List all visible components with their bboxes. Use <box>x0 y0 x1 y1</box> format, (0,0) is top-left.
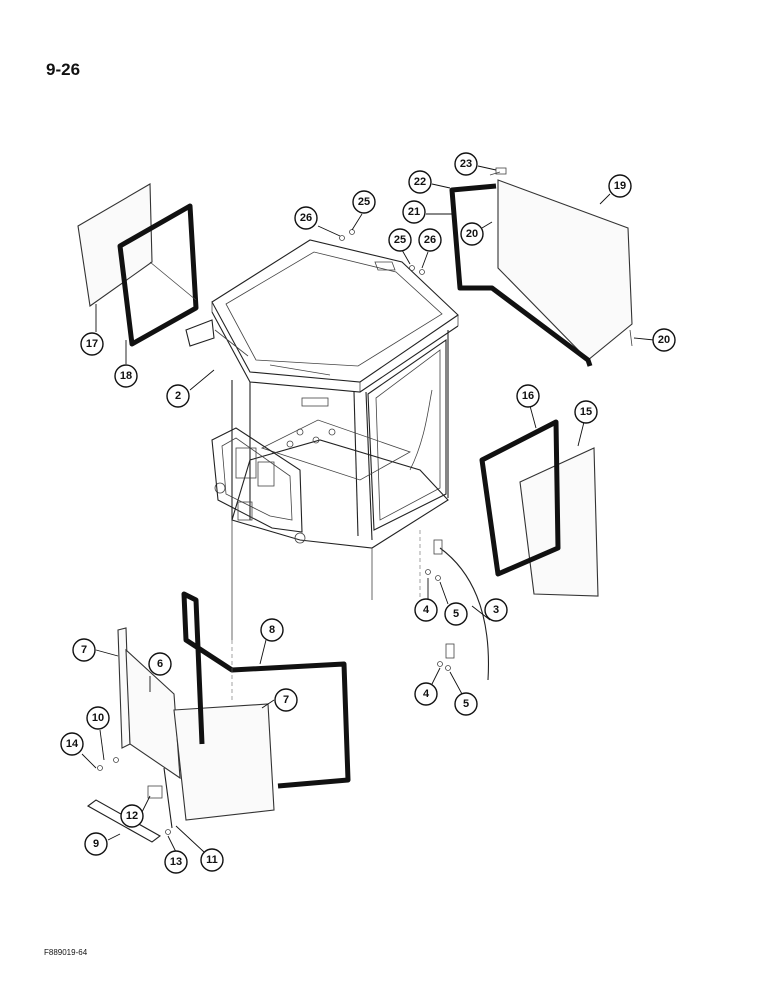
callout-12: 12 <box>120 804 144 828</box>
svg-text:26: 26 <box>424 234 436 246</box>
callout-11: 11 <box>200 848 224 872</box>
callout-23: 23 <box>454 152 478 176</box>
callout-20-upper: 20 <box>460 222 484 246</box>
svg-text:13: 13 <box>170 856 182 868</box>
svg-text:5: 5 <box>453 608 459 620</box>
svg-text:18: 18 <box>120 370 132 382</box>
svg-text:7: 7 <box>81 644 87 656</box>
svg-text:9: 9 <box>93 838 99 850</box>
svg-text:23: 23 <box>460 158 472 170</box>
callout-25-upper: 25 <box>352 190 376 214</box>
callout-20-lower: 20 <box>652 328 676 352</box>
callout-21: 21 <box>402 200 426 224</box>
svg-text:17: 17 <box>86 338 98 350</box>
cab-frame <box>185 239 459 640</box>
callout-2: 2 <box>166 384 190 408</box>
door-window-seal <box>479 419 561 577</box>
svg-text:3: 3 <box>493 604 499 616</box>
svg-text:15: 15 <box>580 406 592 418</box>
right-window-seal <box>449 183 593 367</box>
front-glass-panel <box>125 648 181 780</box>
svg-text:16: 16 <box>522 390 534 402</box>
callout-5-upper: 5 <box>444 602 468 626</box>
callout-4-lower: 4 <box>414 682 438 706</box>
svg-text:21: 21 <box>408 206 420 218</box>
svg-text:12: 12 <box>126 810 138 822</box>
callout-8: 8 <box>260 618 284 642</box>
callout-7-left: 7 <box>72 638 96 662</box>
svg-text:6: 6 <box>157 658 163 670</box>
callout-25-lower: 25 <box>388 228 412 252</box>
leader-lines <box>81 165 655 853</box>
door-window-assembly <box>479 419 599 597</box>
callout-26-lower: 26 <box>418 228 442 252</box>
svg-text:20: 20 <box>658 334 670 346</box>
rear-window-seal <box>117 203 199 347</box>
figure-code: F889019-64 <box>44 948 88 957</box>
callout-22: 22 <box>408 170 432 194</box>
callout-15: 15 <box>574 400 598 424</box>
callout-19: 19 <box>608 174 632 198</box>
svg-text:26: 26 <box>300 212 312 224</box>
svg-text:8: 8 <box>269 624 275 636</box>
svg-text:19: 19 <box>614 180 626 192</box>
callout-4-upper: 4 <box>414 598 438 622</box>
front-window-seal <box>181 591 351 789</box>
svg-text:25: 25 <box>394 234 406 246</box>
callout-16: 16 <box>516 384 540 408</box>
roof-hardware <box>339 229 425 275</box>
svg-text:11: 11 <box>206 854 218 866</box>
svg-text:5: 5 <box>463 698 469 710</box>
front-glass-right <box>173 703 275 821</box>
rear-glass <box>77 183 153 307</box>
callout-3: 3 <box>484 598 508 622</box>
svg-text:7: 7 <box>283 694 289 706</box>
callout-14: 14 <box>60 732 84 756</box>
callout-5-lower: 5 <box>454 692 478 716</box>
right-window-assembly <box>449 167 633 367</box>
callout-26-upper: 26 <box>294 206 318 230</box>
callout-7-right: 7 <box>274 688 298 712</box>
svg-text:10: 10 <box>92 712 104 724</box>
right-glass <box>497 179 633 361</box>
wiper-bar <box>86 799 162 843</box>
callout-18: 18 <box>114 364 138 388</box>
callout-10: 10 <box>86 706 110 730</box>
rear-window-assembly <box>77 183 199 347</box>
svg-text:20: 20 <box>466 228 478 240</box>
callout-13: 13 <box>164 850 188 874</box>
callout-9: 9 <box>84 832 108 856</box>
svg-text:4: 4 <box>423 604 430 616</box>
svg-text:22: 22 <box>414 176 426 188</box>
page-number: 9-26 <box>46 60 81 79</box>
svg-text:4: 4 <box>423 688 430 700</box>
callout-6: 6 <box>148 652 172 676</box>
front-window-assembly <box>86 591 351 843</box>
svg-text:2: 2 <box>175 390 181 402</box>
svg-text:14: 14 <box>66 738 79 750</box>
door-hinge-assembly <box>419 530 490 681</box>
callout-17: 17 <box>80 332 104 356</box>
svg-text:25: 25 <box>358 196 370 208</box>
